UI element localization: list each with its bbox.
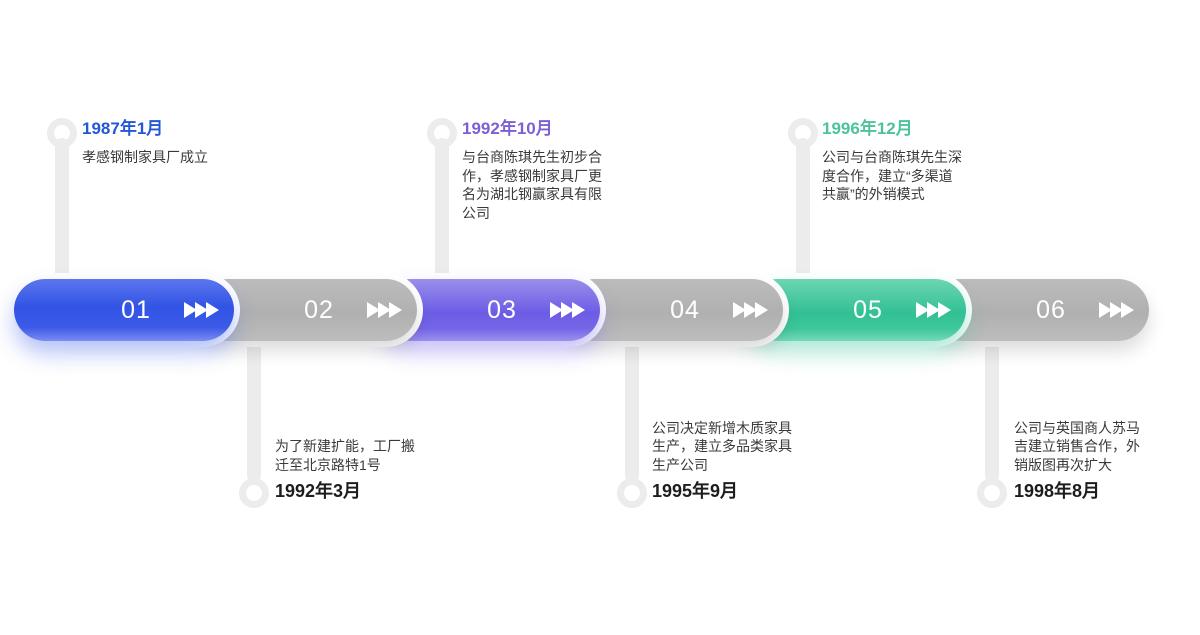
event-description: 公司决定新增木质家具 生产，建立多品类家具 生产公司	[652, 419, 792, 473]
pin-stem	[625, 334, 639, 482]
event-1992-10: 1992年10月 与台商陈琪先生初步合 作，孝感钢制家具厂更 名为湖北钢赢家具有…	[462, 118, 637, 222]
triple-arrow-icon	[550, 302, 585, 318]
pin-ring	[977, 478, 1007, 508]
event-description: 公司与英国商人苏马 吉建立销售合作，外 销版图再次扩大	[1014, 419, 1140, 473]
segment-number: 02	[304, 295, 334, 324]
event-1995-09: 公司决定新增木质家具 生产，建立多品类家具 生产公司 1995年9月	[652, 405, 837, 517]
event-date: 1992年10月	[462, 119, 553, 138]
event-1992-03: 为了新建扩能，工厂搬 迁至北京路特1号 1992年3月	[275, 405, 460, 517]
event-description: 孝感钢制家具厂成立	[82, 149, 208, 165]
event-date: 1998年8月	[1014, 481, 1101, 501]
event-date: 1992年3月	[275, 481, 362, 501]
event-description: 为了新建扩能，工厂搬 迁至北京路特1号	[275, 438, 415, 473]
triple-arrow-icon	[184, 302, 219, 318]
segment-number: 01	[121, 295, 151, 324]
triple-arrow-icon	[367, 302, 402, 318]
pin-stem	[985, 334, 999, 482]
event-date: 1987年1月	[82, 119, 164, 138]
segment-number: 03	[487, 295, 517, 324]
event-1998-08: 公司与英国商人苏马 吉建立销售合作，外 销版图再次扩大 1998年8月	[1014, 405, 1199, 517]
pin-stem	[796, 138, 810, 284]
triple-arrow-icon	[733, 302, 768, 318]
pin-ring	[617, 478, 647, 508]
event-description: 与台商陈琪先生初步合 作，孝感钢制家具厂更 名为湖北钢赢家具有限 公司	[462, 149, 602, 221]
timeline-segment-01: 01	[8, 273, 240, 347]
triple-arrow-icon	[916, 302, 951, 318]
segment-number: 04	[670, 295, 700, 324]
event-date: 1995年9月	[652, 481, 739, 501]
segment-number: 06	[1036, 295, 1066, 324]
pin-stem	[247, 334, 261, 482]
pin-stem	[55, 138, 69, 284]
event-description: 公司与台商陈琪先生深 度合作，建立“多渠道 共赢”的外销模式	[822, 149, 962, 202]
triple-arrow-icon	[1099, 302, 1134, 318]
event-date: 1996年12月	[822, 119, 913, 138]
segment-number: 05	[853, 295, 883, 324]
event-1996-12: 1996年12月 公司与台商陈琪先生深 度合作，建立“多渠道 共赢”的外销模式	[822, 118, 997, 204]
event-1987-01: 1987年1月 孝感钢制家具厂成立	[82, 118, 257, 167]
pin-ring	[239, 478, 269, 508]
pin-stem	[435, 138, 449, 284]
